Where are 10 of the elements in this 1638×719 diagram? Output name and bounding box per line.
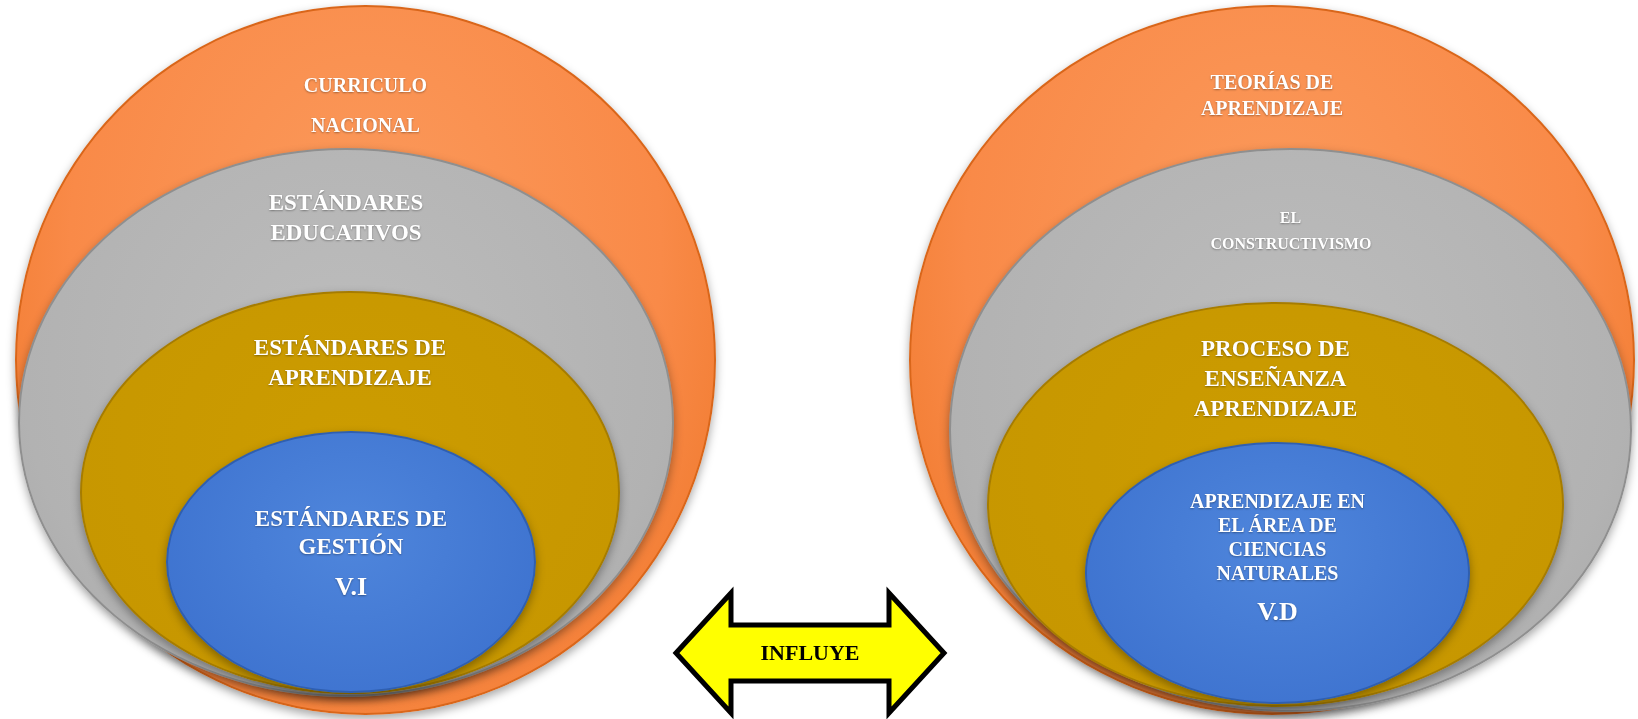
- ellipse-title: ESTÁNDARES EDUCATIVOS: [267, 189, 425, 247]
- ellipse-title: TEORÍAS DE APRENDIZAJE: [1199, 70, 1345, 121]
- ellipse-title: ESTÁNDARES DE APRENDIZAJE: [252, 334, 448, 392]
- ellipse-title: ESTÁNDARES DE GESTIÓN: [253, 505, 449, 561]
- variable-label: V.D: [1257, 597, 1298, 627]
- ellipse-title: APRENDIZAJE EN EL ÁREA DE CIENCIAS NATURALES: [1189, 489, 1366, 585]
- ellipse-title: CURRICULO NACIONAL: [302, 73, 429, 138]
- ellipse-title: PROCESO DE ENSEÑANZA APRENDIZAJE: [1192, 335, 1359, 423]
- ellipse-title: EL CONSTRUCTIVISMO: [1210, 208, 1371, 254]
- variable-label: V.I: [334, 572, 367, 603]
